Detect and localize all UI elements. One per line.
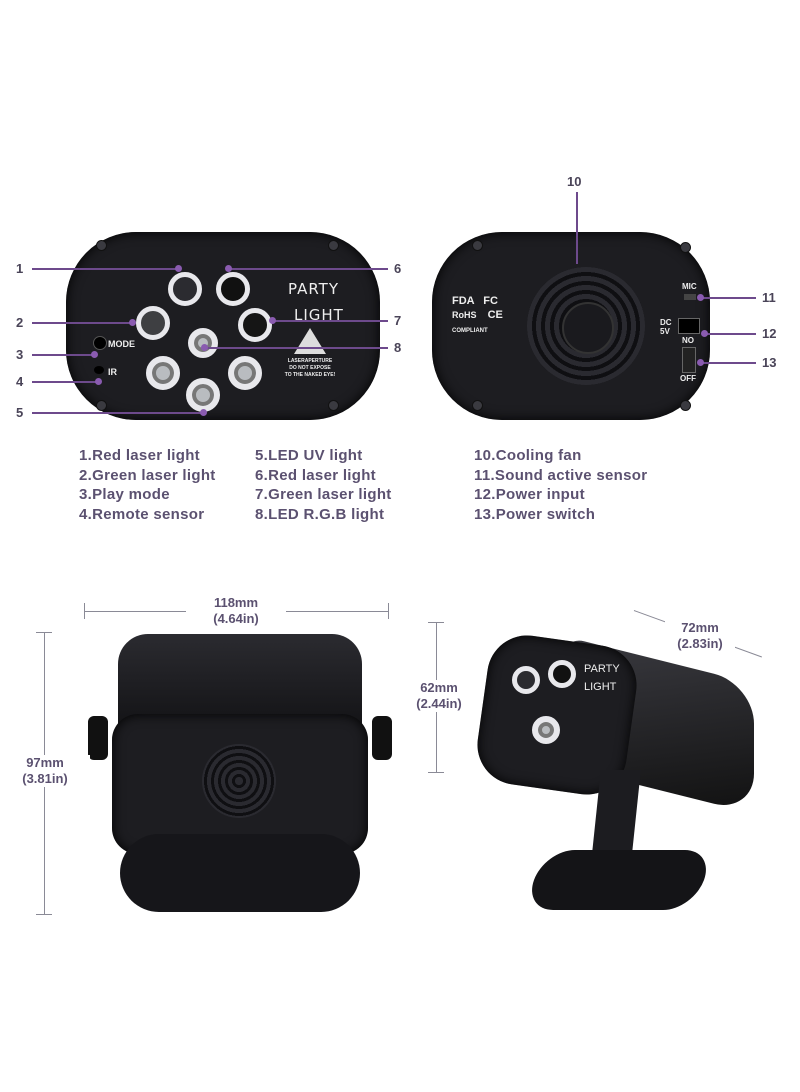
legend-item: 5.LED UV light: [255, 447, 363, 464]
screw-icon: [96, 400, 107, 411]
red-laser-lens-6: [216, 272, 250, 306]
green-laser-lens-7: [238, 308, 272, 342]
warning-text: LASERAPERTURE: [287, 358, 333, 364]
screw-icon: [328, 240, 339, 251]
width-mm: 118mm: [213, 595, 259, 610]
uv-led: [228, 356, 262, 390]
depth-in: (2.83in): [677, 636, 723, 651]
rohs-compliant: COMPLIANT: [452, 328, 488, 334]
callout-8: 8: [394, 340, 402, 355]
depth-mm: 72mm: [681, 620, 719, 635]
callout-3: 3: [16, 347, 24, 362]
legend-item: 2.Green laser light: [79, 466, 216, 484]
height-mm: 97mm: [26, 755, 64, 770]
ce-logo: CE: [487, 309, 503, 321]
red-laser-lens-1: [168, 272, 202, 306]
laser-warning-icon: [294, 328, 326, 354]
callout-2: 2: [16, 315, 24, 330]
callout-5: 5: [16, 405, 24, 420]
height-in: (3.81in): [22, 771, 68, 786]
legend-item: 1.Red laser light: [79, 447, 200, 464]
legend-item: 12.Power input: [474, 486, 585, 503]
green-laser-lens-2: [136, 306, 170, 340]
ir-sensor-icon: [94, 366, 104, 374]
ir-label: IR: [108, 367, 117, 377]
rohs-logo: RoHS: [452, 310, 477, 320]
legend-item: 6.Red laser light: [255, 466, 376, 484]
legend-item: 11.Sound active sensor: [474, 466, 648, 484]
callout-4: 4: [16, 374, 24, 389]
legend-col-2: 5.LED UV light 6.Red laser light 7.Green…: [255, 446, 392, 524]
brand-text-party: PARTY: [288, 280, 340, 298]
brand-text-light: LIGHT: [294, 306, 344, 324]
fc-logo: FC: [483, 295, 498, 307]
back-panel: FDA FC RoHS CE COMPLIANT MIC DC 5V NO OF…: [432, 232, 710, 420]
legend-item: 7.Green laser light: [255, 486, 392, 503]
depth-height-mm: 62mm: [420, 680, 458, 695]
callout-6: 6: [394, 261, 402, 276]
legend-item: 10.Cooling fan: [474, 447, 582, 464]
fda-logo: FDA: [452, 295, 475, 307]
no-label: NO: [682, 336, 694, 345]
callout-10: 10: [567, 174, 582, 189]
warning-text: TO THE NAKED EYE!: [284, 372, 336, 378]
screw-icon: [328, 400, 339, 411]
legend-col-3: 10.Cooling fan 11.Sound active sensor 12…: [474, 446, 647, 524]
callout-11: 11: [762, 290, 776, 305]
mode-button[interactable]: [93, 336, 107, 350]
legend-item: 8.LED R.G.B light: [255, 505, 385, 523]
mic-label: MIC: [682, 282, 697, 291]
callout-13: 13: [762, 355, 777, 370]
depth-height-in: (2.44in): [416, 696, 462, 711]
front-panel: MODE IR PARTY LIGHT LASERAPERTURE DO NOT…: [66, 232, 380, 420]
legend-item: 4.Remote sensor: [79, 505, 205, 523]
rgb-led-8: [188, 328, 218, 358]
mode-label: MODE: [108, 339, 135, 349]
dc-label: DC 5V: [660, 318, 672, 336]
device-back-view: [88, 634, 392, 914]
legend-item: 3.Play mode: [79, 486, 170, 503]
screw-icon: [96, 240, 107, 251]
off-label: OFF: [680, 374, 696, 383]
warning-text: DO NOT EXPOSE: [289, 365, 331, 371]
angled-brand-party: PARTY: [584, 663, 620, 675]
angled-brand-light: LIGHT: [584, 681, 617, 693]
power-input-port[interactable]: [678, 318, 700, 334]
uv-led-5: [186, 378, 220, 412]
device-angled-view: PARTY LIGHT: [472, 630, 764, 920]
callout-12: 12: [762, 326, 777, 341]
power-switch[interactable]: [682, 347, 696, 373]
width-in: (4.64in): [213, 611, 259, 626]
callout-7: 7: [394, 313, 402, 328]
uv-led: [146, 356, 180, 390]
callout-1: 1: [16, 261, 24, 276]
legend-col-1: 1.Red laser light 2.Green laser light 3.…: [79, 446, 216, 524]
legend-item: 13.Power switch: [474, 505, 596, 523]
